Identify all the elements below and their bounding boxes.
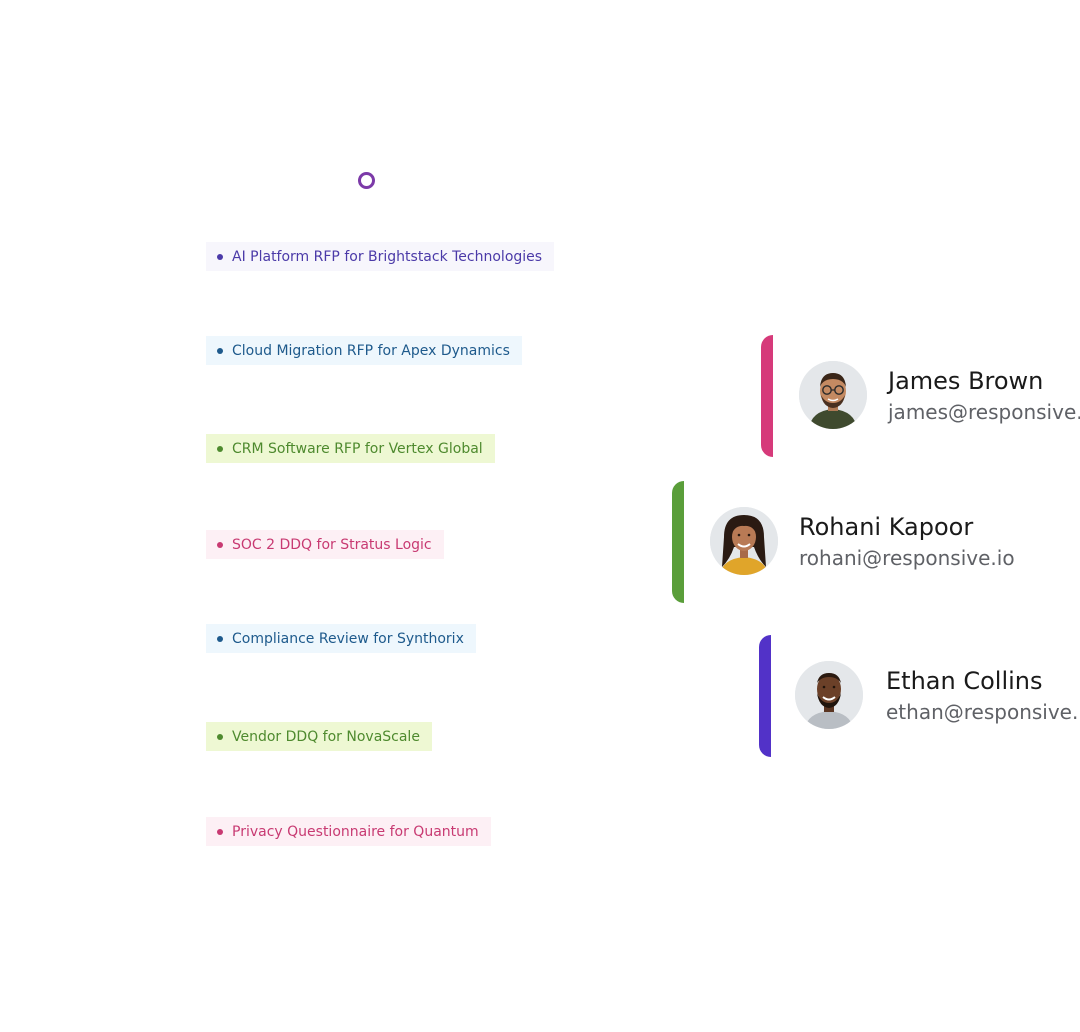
status-ring-icon [358,172,375,189]
bullet-dot-icon [217,828,223,835]
bullet-dot-icon [217,541,223,548]
person-card[interactable]: Rohani Kapoor rohani@responsive.io [672,481,1080,603]
avatar [795,661,863,729]
project-tag[interactable]: AI Platform RFP for Brightstack Technolo… [206,242,555,271]
person-card[interactable]: Ethan Collins ethan@responsive.io [759,635,1080,757]
project-tag-label: Cloud Migration RFP for Apex Dynamics [232,342,510,359]
person-email[interactable]: rohani@responsive.io [799,546,1015,570]
project-tag[interactable]: Compliance Review for Synthorix [206,624,476,653]
project-tag[interactable]: SOC 2 DDQ for Stratus Logic [206,530,444,559]
accent-bar [759,635,771,757]
bullet-dot-icon [217,635,223,642]
person-card[interactable]: James Brown james@responsive.io [761,335,1080,457]
person-avatar-icon [795,661,863,729]
person-name: James Brown [888,367,1044,395]
project-tag-label: SOC 2 DDQ for Stratus Logic [232,536,432,553]
accent-bar [672,481,684,603]
person-avatar-icon [799,361,867,429]
avatar [799,361,867,429]
project-tag[interactable]: Vendor DDQ for NovaScale [206,722,432,751]
project-tag-label: CRM Software RFP for Vertex Global [232,440,483,457]
project-tag-label: Vendor DDQ for NovaScale [232,728,420,745]
project-tag-label: Compliance Review for Synthorix [232,630,464,647]
bullet-dot-icon [217,253,223,260]
project-tag-label: Privacy Questionnaire for Quantum [232,823,479,840]
person-email[interactable]: ethan@responsive.io [886,700,1080,724]
person-avatar-icon [710,507,778,575]
accent-bar [761,335,773,457]
person-name: Rohani Kapoor [799,513,974,541]
project-tag-label: AI Platform RFP for Brightstack Technolo… [232,248,543,265]
bullet-dot-icon [217,733,223,740]
person-name: Ethan Collins [886,667,1043,695]
project-tag[interactable]: Privacy Questionnaire for Quantum [206,817,491,846]
project-tag[interactable]: CRM Software RFP for Vertex Global [206,434,495,463]
bullet-dot-icon [217,445,223,452]
person-email[interactable]: james@responsive.io [888,400,1080,424]
project-tag[interactable]: Cloud Migration RFP for Apex Dynamics [206,336,522,365]
bullet-dot-icon [217,347,223,354]
avatar [710,507,778,575]
